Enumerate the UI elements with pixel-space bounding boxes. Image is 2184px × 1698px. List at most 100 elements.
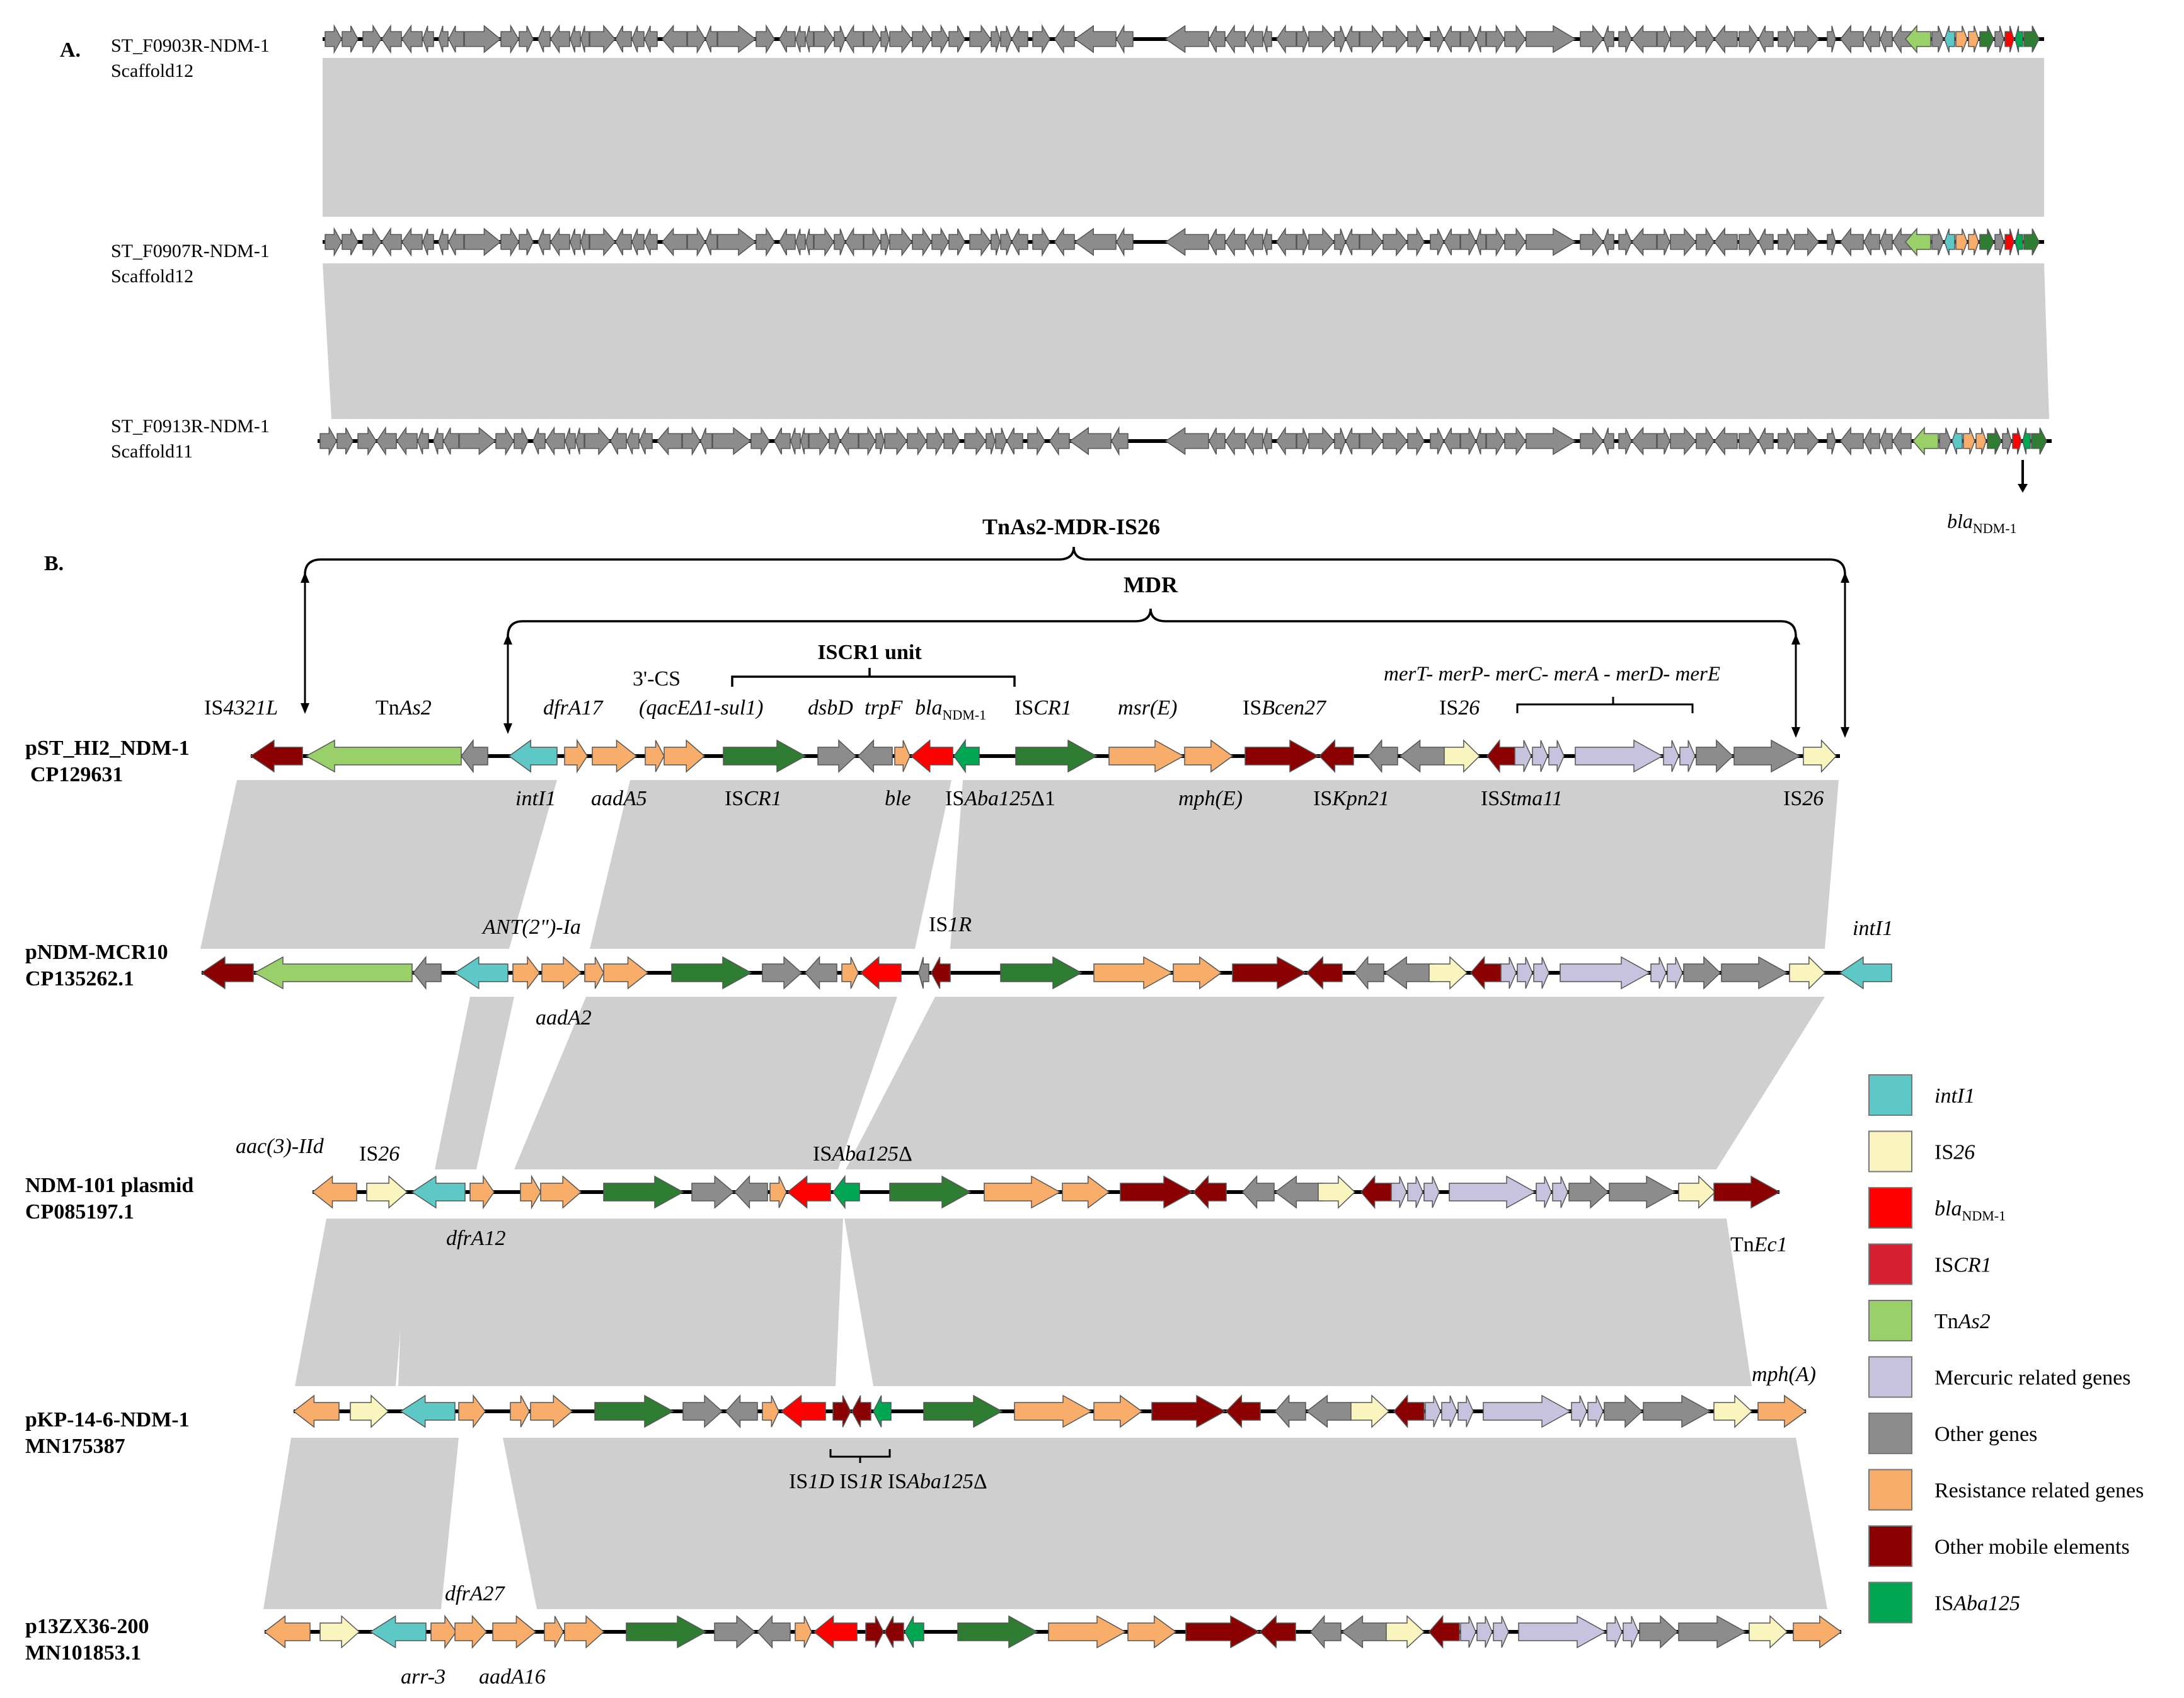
gene-arrow [519, 25, 534, 53]
gene-arrow [610, 427, 627, 455]
gene-arrow [438, 25, 449, 53]
gene-arrow [1428, 956, 1468, 990]
label-mpha: mph(A) [1752, 1363, 1816, 1386]
gene-arrow [845, 24, 864, 54]
gene-arrow [1696, 426, 1715, 456]
gene-arrow [1225, 426, 1246, 456]
gene-arrow [448, 228, 464, 256]
gene-arrow [1714, 227, 1738, 257]
gene-arrow [350, 1394, 389, 1428]
gene-arrow [733, 1175, 768, 1209]
gene-arrow [1011, 25, 1028, 53]
gene-arrow [1000, 956, 1083, 990]
gene-arrow [682, 426, 701, 456]
gene-arrow [841, 956, 859, 989]
gene-arrow [448, 25, 464, 53]
panel-b-label: B. [44, 552, 64, 575]
gene-arrow [464, 227, 502, 256]
gene-arrow [964, 426, 986, 456]
gene-arrow [840, 426, 859, 456]
gene-arrow [1483, 1394, 1572, 1428]
gene-arrow [687, 227, 706, 257]
bracket-iscr1-unit-label: ISCR1 unit [817, 641, 922, 664]
gene-arrow [664, 739, 706, 773]
gene-arrow [458, 1394, 486, 1429]
gene-arrow [1476, 427, 1486, 455]
gene-arrow [1778, 228, 1795, 256]
gene-arrow [413, 955, 442, 990]
gene-arrow [1306, 956, 1343, 990]
gene-arrow [1423, 1176, 1440, 1208]
gene-arrow [1384, 956, 1434, 990]
gene-arrow [1500, 956, 1517, 989]
gene-arrow [603, 956, 649, 990]
label-ant2-ia: ANT(2")-Ia [481, 915, 581, 939]
gene-arrow [1263, 25, 1272, 53]
gene-arrow [603, 1175, 684, 1209]
gene-arrow [1944, 25, 1955, 53]
gene-arrow [907, 426, 927, 456]
gene-arrow [514, 427, 529, 455]
gene-arrow [530, 1394, 573, 1428]
boundary-arrows [301, 572, 1849, 738]
gene-arrow [1225, 1394, 1261, 1428]
gene-arrow [1504, 426, 1526, 456]
gene-arrow [817, 739, 857, 773]
gene-arrow [1111, 426, 1129, 456]
legend-label: ISAba125 [1934, 1592, 2020, 1615]
track-3-name: NDM-101 plasmid [25, 1174, 193, 1197]
gene-arrow [1931, 228, 1944, 256]
gene-arrow [325, 227, 342, 257]
track-4-name: pKP-14-6-NDM-1 [25, 1408, 190, 1431]
gene-arrow [1863, 228, 1880, 256]
gene-arrow [430, 1614, 457, 1649]
gene-arrow [918, 956, 929, 989]
gene-arrow [1276, 24, 1297, 54]
gene-arrow [411, 1175, 466, 1209]
gene-arrow [1350, 1394, 1390, 1428]
gene-arrow [1062, 1175, 1110, 1209]
gene-arrow [1151, 1394, 1226, 1428]
gene-arrow [2002, 427, 2012, 455]
gene-arrow [1345, 427, 1360, 455]
gene-arrow [790, 427, 801, 455]
gene-arrow [2023, 25, 2040, 53]
gene-arrow [995, 427, 1007, 455]
panel-b-homology-blocks [200, 780, 1839, 1609]
gene-arrow [1308, 227, 1335, 257]
gene-arrow [492, 1615, 537, 1649]
gene-arrow [1120, 1175, 1193, 1209]
gene-arrow [786, 1175, 831, 1209]
gene-arrow [1127, 1615, 1177, 1649]
gene-arrow [1274, 1175, 1323, 1209]
gene-arrow [508, 739, 558, 773]
gene-arrow [1164, 25, 1209, 54]
gene-arrow [1399, 739, 1445, 773]
gene-arrow [750, 426, 770, 456]
gene-arrow [1840, 24, 1864, 54]
gene-arrow [584, 426, 611, 456]
gene-arrow [1803, 739, 1837, 773]
gene-arrow [723, 739, 807, 773]
gene-arrow [1173, 956, 1222, 990]
gene-arrow [1580, 24, 1604, 54]
gene-arrow [705, 25, 718, 53]
gene-arrow [984, 1175, 1061, 1209]
gene-arrow [537, 25, 551, 53]
track-3 [311, 1174, 1781, 1210]
gene-arrow [859, 956, 902, 990]
gene-arrow [1944, 228, 1955, 256]
label-aada2: aadA2 [536, 1006, 592, 1030]
gene-arrow [461, 738, 488, 774]
gene-arrow [1892, 227, 1912, 257]
gene-arrow [756, 24, 775, 54]
gene-arrow [851, 1395, 871, 1428]
gene-arrow [1486, 24, 1505, 54]
gene-arrow [714, 1615, 756, 1649]
gene-arrow [845, 227, 864, 257]
gene-arrow [1794, 24, 1819, 54]
gene-arrow [1093, 956, 1173, 990]
gene-arrow [717, 227, 757, 256]
legend-label: Mercuric related genes [1934, 1367, 2131, 1390]
gene-arrow [1955, 25, 1968, 53]
